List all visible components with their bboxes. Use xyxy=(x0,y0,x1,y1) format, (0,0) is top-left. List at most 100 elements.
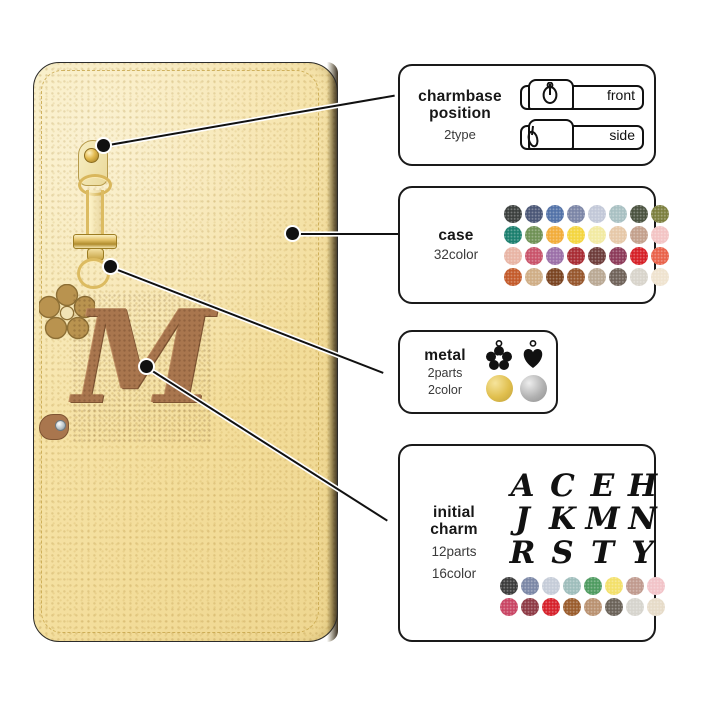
initial-charm-color-count: 16color xyxy=(431,566,477,582)
case-swatch-21[interactable] xyxy=(588,246,606,265)
initial-charm-label-group: initial charm 12parts 16color xyxy=(408,504,500,583)
initial-letter-H[interactable]: H xyxy=(627,467,658,504)
case-swatch-27[interactable] xyxy=(546,267,564,286)
metal-label-group: metal 2parts 2color xyxy=(408,347,482,398)
initial-swatch-11[interactable] xyxy=(542,598,560,617)
initial-swatch-12[interactable] xyxy=(563,598,581,617)
initial-charm-title-line1: initial xyxy=(433,503,475,521)
panel-charmbase-position: charmbase position 2type front xyxy=(398,64,656,166)
gold-swatch xyxy=(485,375,513,402)
case-swatch-13[interactable] xyxy=(588,225,606,244)
metal-part-flower[interactable] xyxy=(484,340,514,370)
clasp-bar xyxy=(73,234,117,249)
initial-letter-M[interactable]: M xyxy=(585,501,620,538)
metal-part-heart[interactable] xyxy=(518,340,548,370)
panel-case-colors: case 32color xyxy=(398,186,669,304)
charmbase-title: charmbase position xyxy=(408,88,512,123)
initial-swatch-14[interactable] xyxy=(605,598,623,617)
metal-color-count: 2color xyxy=(427,382,463,397)
initial-charm-letter: M xyxy=(73,283,215,433)
initial-letter-Y[interactable]: Y xyxy=(631,534,654,571)
case-swatch-7[interactable] xyxy=(630,204,648,223)
silver-swatch xyxy=(519,375,547,402)
initial-swatch-13[interactable] xyxy=(584,598,602,617)
charmbase-title-line2: position xyxy=(429,105,491,123)
initial-letter-A[interactable]: A xyxy=(510,467,535,504)
case-swatch-28[interactable] xyxy=(567,267,585,286)
case-swatch-14[interactable] xyxy=(609,225,627,244)
initial-swatch-5[interactable] xyxy=(584,577,602,596)
case-swatch-23[interactable] xyxy=(630,246,648,265)
case-swatch-19[interactable] xyxy=(546,246,564,265)
initial-swatch-6[interactable] xyxy=(605,577,623,596)
case-swatch-30[interactable] xyxy=(609,267,627,286)
case-swatch-12[interactable] xyxy=(567,225,585,244)
case-swatch-1[interactable] xyxy=(504,204,522,223)
metal-color-gold[interactable] xyxy=(484,374,514,404)
flower-part-icon xyxy=(486,340,512,370)
case-swatch-15[interactable] xyxy=(630,225,648,244)
connector-dot-initial-charm xyxy=(140,360,153,373)
connector-dot-charmbase xyxy=(97,139,110,152)
case-stitching xyxy=(41,70,319,633)
case-swatch-8[interactable] xyxy=(651,204,669,223)
case-swatch-9[interactable] xyxy=(504,225,522,244)
case-swatch-24[interactable] xyxy=(651,246,669,265)
initial-swatch-1[interactable] xyxy=(500,577,518,596)
initial-letter-J[interactable]: J xyxy=(515,501,530,538)
case-swatch-5[interactable] xyxy=(588,204,606,223)
case-swatch-3[interactable] xyxy=(546,204,564,223)
initial-swatch-2[interactable] xyxy=(521,577,539,596)
charmbase-subtitle: 2type xyxy=(444,126,476,142)
case-swatch-16[interactable] xyxy=(651,225,669,244)
initial-swatch-15[interactable] xyxy=(626,598,644,617)
panel-metal: metal 2parts 2color xyxy=(398,330,558,414)
case-swatch-2[interactable] xyxy=(525,204,543,223)
case-swatch-17[interactable] xyxy=(504,246,522,265)
case-swatch-4[interactable] xyxy=(567,204,585,223)
case-swatch-26[interactable] xyxy=(525,267,543,286)
case-title: case xyxy=(438,226,474,244)
metal-swatch-grid xyxy=(482,340,550,404)
initial-swatch-8[interactable] xyxy=(647,577,665,596)
metal-title: metal xyxy=(424,346,466,364)
initial-letter-K[interactable]: K xyxy=(549,501,576,538)
initial-letter-T[interactable]: T xyxy=(590,534,615,571)
initial-letter-R[interactable]: R xyxy=(509,534,536,571)
initial-swatch-10[interactable] xyxy=(521,598,539,617)
initial-letter-C[interactable]: C xyxy=(550,467,575,504)
charmbase-option-side[interactable]: side xyxy=(514,118,644,152)
charmbase-title-line1: charmbase xyxy=(418,87,502,105)
initial-charm-title-line2: charm xyxy=(430,521,478,539)
case-swatch-29[interactable] xyxy=(588,267,606,286)
initial-swatch-16[interactable] xyxy=(647,598,665,617)
initial-swatch-9[interactable] xyxy=(500,598,518,617)
initial-letter-N[interactable]: N xyxy=(628,501,657,538)
case-swatch-22[interactable] xyxy=(609,246,627,265)
flower-charm-icon xyxy=(39,284,95,340)
case-label-group: case 32color xyxy=(408,227,504,263)
charmbase-options-list: front side xyxy=(512,78,644,152)
case-swatch-20[interactable] xyxy=(567,246,585,265)
initial-swatch-4[interactable] xyxy=(563,577,581,596)
case-swatch-32[interactable] xyxy=(651,267,669,286)
case-color-count: 32color xyxy=(433,247,479,263)
case-swatch-11[interactable] xyxy=(546,225,564,244)
case-swatch-31[interactable] xyxy=(630,267,648,286)
initial-letter-S[interactable]: S xyxy=(551,534,574,571)
case-swatch-6[interactable] xyxy=(609,204,627,223)
metal-color-silver[interactable] xyxy=(518,374,548,404)
initial-letter-E[interactable]: E xyxy=(590,467,615,504)
case-swatch-18[interactable] xyxy=(525,246,543,265)
charmbase-front-charm-icon xyxy=(542,81,558,104)
initial-swatch-3[interactable] xyxy=(542,577,560,596)
case-swatch-10[interactable] xyxy=(525,225,543,244)
case-swatch-25[interactable] xyxy=(504,267,522,286)
initial-charm-parts-count: 12parts xyxy=(431,544,477,560)
initial-swatch-7[interactable] xyxy=(626,577,644,596)
charmbase-option-front[interactable]: front xyxy=(514,78,644,112)
connector-dot-case xyxy=(286,227,299,240)
initial-charm-swatch-grid xyxy=(500,577,665,617)
